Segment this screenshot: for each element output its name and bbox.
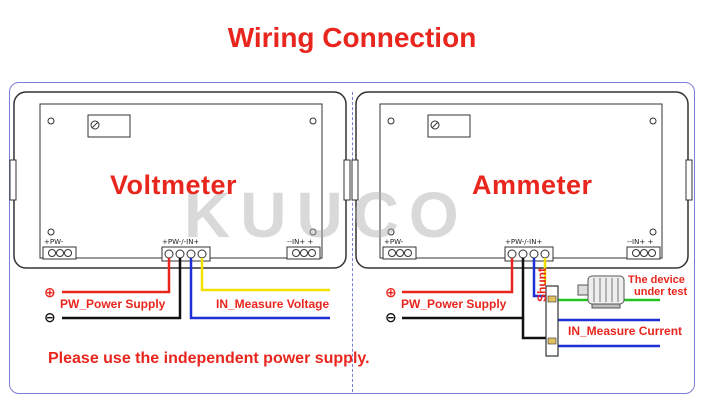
ammeter-right-connector [626,246,661,260]
voltmeter-measure-label: IN_Measure Voltage [216,297,330,311]
mount-hole-icon [387,117,657,236]
shunt-resistor [545,285,559,357]
ammeter-terminal-label: +PW-/-IN+ [505,238,543,246]
voltmeter-title: Voltmeter [110,170,238,200]
voltmeter-terminal-label: +PW-/-IN+ [162,238,200,246]
watermark: KUUCO [184,179,469,251]
diagram-frame [9,82,695,394]
ammeter-power-label: PW_Power Supply [401,297,507,311]
power-supply-note: Please use the independent power supply. [48,350,370,367]
voltmeter-plus-icon: ⊕ [44,284,56,300]
mount-hole-icon [47,117,317,236]
motor-device-icon [577,275,625,309]
voltmeter-pw-label: +PW- [44,238,64,246]
ammeter-minus-icon: ⊖ [385,309,397,325]
ammeter-left-connector [382,246,417,260]
screw-icon [90,120,100,130]
screw-icon [430,120,440,130]
ammeter-display-window [427,114,471,138]
shunt-label: Shunt [535,268,549,302]
voltmeter-in-label: --IN+ + [287,238,314,246]
device-label-line2: under test [634,286,688,298]
ammeter-plus-icon: ⊕ [385,284,397,300]
voltmeter-right-connector [286,246,321,260]
ammeter-title: Ammeter [472,170,593,200]
voltmeter-display-window [87,114,131,138]
voltmeter-wires [62,258,330,320]
panel-divider [352,92,353,392]
voltmeter-terminal-block [161,246,211,262]
ammeter-pw-label: +PW- [384,238,404,246]
voltmeter-minus-icon: ⊖ [44,309,56,325]
voltmeter-left-connector [42,246,77,260]
ammeter-in-label: --IN+ + [627,238,654,246]
ammeter-measure-label: IN_Measure Current [568,324,683,338]
voltmeter-power-label: PW_Power Supply [60,297,166,311]
device-label-line1: The device [628,274,685,286]
page-title: Wiring Connection [227,22,477,53]
